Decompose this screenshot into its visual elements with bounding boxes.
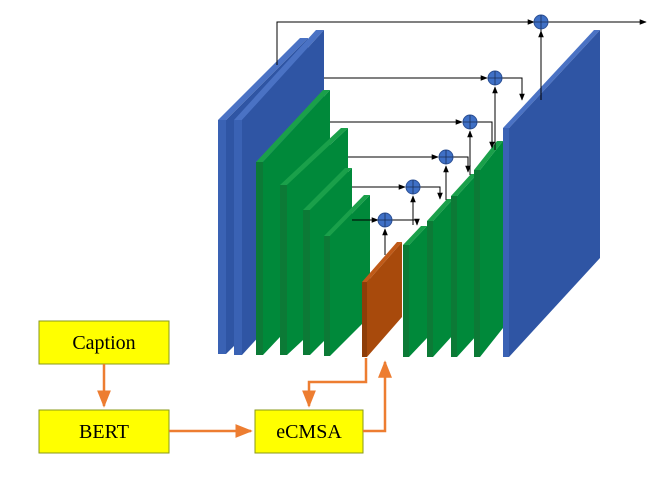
decoder-slab-2-side <box>427 199 453 221</box>
skip-4-down <box>453 156 471 173</box>
bottleneck-slab-side <box>362 242 402 282</box>
decoder-slab-3-side <box>451 174 477 196</box>
bottleneck-slab-front <box>367 242 402 357</box>
orange-arrows <box>97 358 392 438</box>
decoder-slab-4 <box>474 141 503 357</box>
decoder-slab-4-front <box>480 141 503 357</box>
skip-line-top <box>276 19 535 65</box>
output-slab-edge <box>503 128 509 357</box>
decoder-slab-1-side <box>403 226 427 245</box>
decoder-slab-2-edge <box>427 221 433 357</box>
decoder-slab-2 <box>427 199 453 357</box>
decoder-slab-3-front <box>457 174 477 357</box>
encoder-slab-3-side <box>256 90 330 162</box>
caption-box: Caption <box>38 320 170 365</box>
decoder-slab-3-edge <box>451 196 457 357</box>
ecmsa-box: eCMSA <box>254 409 364 454</box>
decoder-slab-3 <box>451 174 477 357</box>
arrow-bottleneck-to-ecmsa <box>302 358 368 408</box>
skip-5-down <box>420 186 443 200</box>
encoder-slab-4-side <box>280 128 348 185</box>
encoder-slab-6-edge <box>324 236 330 356</box>
output-slab <box>503 30 600 357</box>
encoder-slab-6-side <box>324 195 370 236</box>
bert-box: BERT <box>38 409 170 454</box>
bert-label: BERT <box>79 421 129 443</box>
arrow-ecmsa-to-bottleneck <box>363 360 392 433</box>
skip-connections <box>276 19 647 255</box>
caption-label: Caption <box>72 332 135 354</box>
decoder-slab-2-front <box>433 199 453 357</box>
encoder-slab-2-edge <box>234 120 242 355</box>
decoder-slab-4-edge <box>474 170 480 357</box>
bottleneck-slab-edge <box>362 282 367 357</box>
plus-circle-icon <box>377 212 393 228</box>
encoder-slab-3-edge <box>256 162 263 355</box>
plus-circle-icon <box>462 114 478 130</box>
skip-3-down <box>477 121 495 149</box>
plus-circle-icon <box>533 14 549 30</box>
encoder-slab-1-edge <box>218 120 226 354</box>
plus-circle-icon <box>487 70 503 86</box>
decoder-slab-1-edge <box>403 245 409 357</box>
output-slab-front <box>509 30 600 357</box>
encoder-slab-5-edge <box>303 210 310 355</box>
encoder-slab-1-side <box>218 38 308 120</box>
encoder-slab-6-front <box>330 195 370 356</box>
plus-circle-icon <box>405 179 421 195</box>
ecmsa-label: eCMSA <box>276 421 342 443</box>
skip-2-down <box>502 77 525 101</box>
plus-circle-icon <box>438 149 454 165</box>
merge-nodes <box>377 14 549 228</box>
encoder-slab-2-side <box>234 30 324 120</box>
decoder-slab-1-front <box>409 226 427 357</box>
encoder-slab-5-side <box>303 168 352 210</box>
encoder-slab-4-edge <box>280 185 287 355</box>
decoder-slab-1 <box>403 226 427 357</box>
encoder-slab-6 <box>324 195 370 356</box>
bottleneck-slab <box>362 242 402 357</box>
output-slab-side <box>503 30 600 128</box>
decoder-slab-4-side <box>474 141 503 170</box>
skip-6-down <box>392 218 420 226</box>
